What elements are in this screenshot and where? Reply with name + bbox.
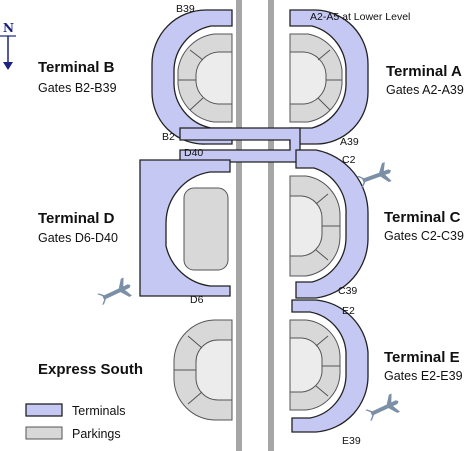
legend: Terminals Parkings <box>25 403 126 441</box>
terminal-a-name: Terminal A <box>386 63 462 80</box>
parking-c <box>289 175 341 277</box>
gate-label-b2: B2 <box>162 131 175 143</box>
terminal-d-building <box>139 159 231 297</box>
gate-label-c2: C2 <box>342 154 356 166</box>
terminal-b-gates: Gates B2-B39 <box>38 81 117 95</box>
parking-a <box>289 33 343 123</box>
terminal-connector <box>179 127 301 163</box>
parking-express-south <box>173 319 233 421</box>
gate-label-d40: D40 <box>184 147 203 159</box>
terminal-e-name: Terminal E <box>384 349 460 366</box>
north-arrow: N <box>0 21 16 70</box>
center-road <box>236 0 274 451</box>
gate-label-e2: E2 <box>342 305 355 317</box>
legend-parkings-label: Parkings <box>72 427 121 441</box>
terminal-c-gates: Gates C2-C39 <box>384 229 464 243</box>
terminal-a-gates: Gates A2-A39 <box>386 83 464 97</box>
legend-terminals-label: Terminals <box>72 404 126 418</box>
gate-label-d6: D6 <box>190 294 204 306</box>
legend-parkings-swatch <box>25 426 63 440</box>
terminal-c-building <box>295 149 369 299</box>
terminal-b-building <box>151 9 233 145</box>
gate-label-b39: B39 <box>176 3 195 15</box>
terminal-e-building <box>291 299 369 433</box>
terminal-d-gates: Gates D6-D40 <box>38 231 118 245</box>
parking-d <box>183 187 229 271</box>
airplane-icon <box>365 393 401 422</box>
parking-b <box>177 33 233 123</box>
airplane-icon <box>97 277 133 306</box>
gate-label-a2-a5: A2-A5 at Lower Level <box>310 11 410 23</box>
north-label: N <box>3 21 14 35</box>
airplane-icon <box>357 162 392 188</box>
terminal-b-name: Terminal B <box>38 59 115 76</box>
gate-label-a39: A39 <box>340 136 359 148</box>
terminal-e-gates: Gates E2-E39 <box>384 369 463 383</box>
gate-label-e39: E39 <box>342 435 361 447</box>
terminal-a-building <box>289 9 369 145</box>
terminal-d-name: Terminal D <box>38 210 115 227</box>
terminal-c-name: Terminal C <box>384 209 461 226</box>
gate-label-c39: C39 <box>338 285 357 297</box>
parking-e <box>289 319 341 411</box>
express-south-name: Express South <box>38 361 143 378</box>
legend-terminals-swatch <box>25 403 63 417</box>
